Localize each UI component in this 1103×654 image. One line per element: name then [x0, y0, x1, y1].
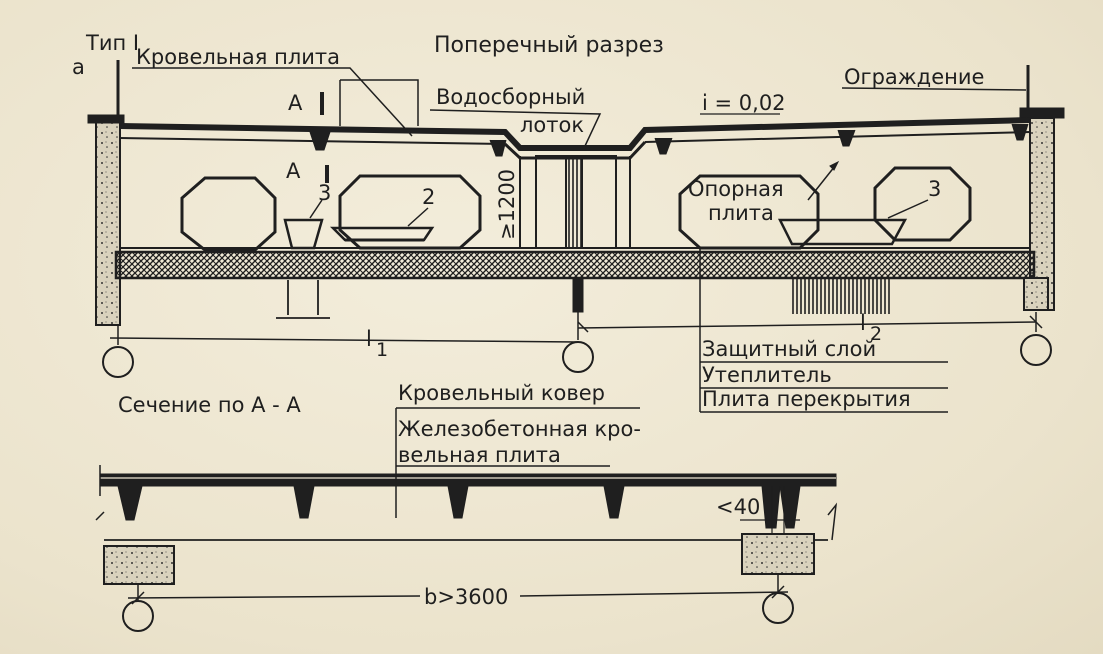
span-2-subscript: 2: [870, 323, 882, 345]
axis-marker-2: [562, 341, 594, 373]
rib: [489, 139, 507, 157]
gutter-label-line1: Водосборный: [436, 85, 585, 109]
span-2-label: l: [860, 311, 866, 335]
duct-2: [338, 174, 482, 250]
axis-marker-5: [762, 592, 794, 624]
height-dimension: ≥1200: [495, 169, 519, 240]
callout-3-right: 3: [928, 177, 941, 201]
left-support: [103, 545, 175, 585]
section-mark-bottom: А: [286, 159, 301, 183]
width-dimension: b>3600: [424, 585, 508, 609]
type-label: Тип I: [85, 31, 139, 55]
letter-label: а: [72, 55, 85, 79]
section-slab: [99, 473, 837, 487]
slope-label: i = 0,02: [702, 91, 786, 115]
gap-dimension: <40: [716, 495, 760, 519]
roof-slab-label: Кровельная плита: [136, 45, 340, 69]
support-block-3-right: [777, 218, 908, 246]
callout-3-left: 3: [318, 181, 331, 205]
span-1-label: l: [366, 327, 372, 351]
support-plate-label-1: Опорная: [688, 177, 784, 201]
rib: [309, 131, 331, 151]
roof-slab-underside-right: [644, 131, 1031, 143]
left-wall: [95, 119, 121, 326]
labels: Тип I а Поперечный разрез Кровельная пли…: [72, 31, 984, 609]
span-1-subscript: 1: [376, 339, 388, 361]
right-support: [741, 533, 815, 575]
rib: [837, 129, 856, 147]
rib: [1011, 123, 1029, 141]
layer-slab: Плита перекрытия: [702, 387, 911, 411]
right-column-hatch: [790, 278, 890, 314]
lower-section: [95, 407, 838, 632]
support-block-3-left: [283, 218, 324, 250]
duct-3: [678, 174, 820, 250]
central-post-core: [565, 155, 583, 249]
right-parapet-cap: [1019, 107, 1065, 119]
layer-insulation: Утеплитель: [702, 363, 832, 387]
support-plate-label-2: плита: [708, 201, 774, 225]
diagram-title: Поперечный разрез: [434, 33, 664, 58]
axis-marker-4: [122, 600, 154, 632]
fence-label: Ограждение: [844, 65, 984, 89]
central-column: [572, 277, 584, 313]
left-parapet-cap: [87, 114, 125, 124]
axis-marker-1: [102, 346, 134, 378]
duct-4: [873, 166, 972, 242]
callout-2: 2: [422, 185, 435, 209]
layer-protective: Защитный слой: [702, 337, 876, 361]
axis-marker-3: [1020, 334, 1052, 366]
roof-slab-line: [119, 117, 1031, 151]
floor-slab: [114, 250, 1036, 280]
duct-1: [180, 176, 277, 252]
rib: [654, 137, 673, 155]
carpet-label: Кровельный ковер: [398, 381, 605, 405]
section-title: Сечение по А - А: [118, 393, 301, 417]
rc-slab-label-1: Железобетонная кро-: [398, 417, 641, 441]
rc-slab-label-2: вельная плита: [398, 443, 561, 467]
section-mark-top: А: [288, 91, 303, 115]
upper-section: [87, 60, 1065, 413]
gutter-label-line2: лоток: [520, 113, 584, 137]
